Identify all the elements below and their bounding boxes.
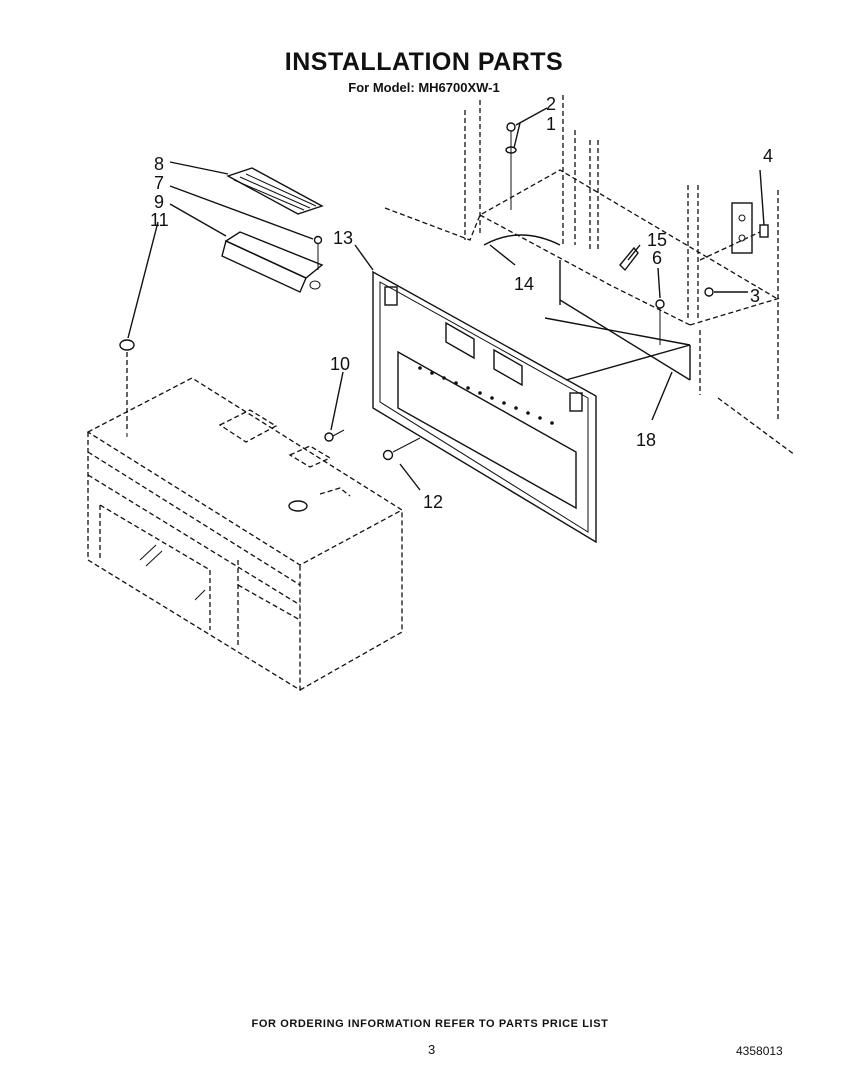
clip-part-15: [619, 246, 639, 272]
callout-1: 1: [546, 114, 556, 134]
washer-part-1: [505, 146, 517, 154]
page-number: 3: [428, 1042, 436, 1057]
callout-13: 13: [333, 228, 353, 248]
bracket-part-9: [221, 231, 324, 293]
callout-labels: 8 7 9 11 13 10 12 2 1 4 3 15 6 14 18: [150, 94, 773, 512]
microwave-oven-drawing: [86, 377, 404, 692]
mounting-plate-drawing: [372, 270, 597, 544]
document-number: 4358013: [736, 1044, 783, 1058]
mounting-holes: [418, 366, 554, 425]
bracket-part-4: [699, 224, 769, 261]
page-title: INSTALLATION PARTS: [284, 48, 564, 76]
wall-cabinet-drawing: [384, 95, 796, 456]
callout-2: 2: [546, 94, 556, 114]
callout-12: 12: [423, 492, 443, 512]
callout-3: 3: [750, 286, 760, 306]
screw-part-12: [382, 437, 421, 461]
exploded-parts-diagram: 8 7 9 11 13 10 12 2 1 4 3 15 6 14 18: [86, 94, 796, 692]
callout-18: 18: [636, 430, 656, 450]
callout-10: 10: [330, 354, 350, 374]
callout-7: 7: [154, 173, 164, 193]
callout-8: 8: [154, 154, 164, 174]
leader-lines: [127, 107, 765, 491]
screw-part-3: [704, 287, 714, 297]
callout-4: 4: [763, 146, 773, 166]
callout-14: 14: [514, 274, 534, 294]
callout-15: 15: [647, 230, 667, 250]
screw-part-10: [324, 429, 345, 442]
grommet-part-11: [119, 339, 135, 432]
callout-6: 6: [652, 248, 662, 268]
ordering-info-note: FOR ORDERING INFORMATION REFER TO PARTS …: [251, 1018, 609, 1030]
screw-part-7: [313, 235, 323, 270]
model-subtitle: For Model: MH6700XW-1: [348, 80, 500, 95]
callout-11: 11: [150, 210, 169, 230]
bolt-part-2: [506, 122, 516, 210]
bolt-part-6: [655, 299, 665, 345]
callout-9: 9: [154, 192, 164, 212]
grille-part-8: [226, 167, 324, 215]
